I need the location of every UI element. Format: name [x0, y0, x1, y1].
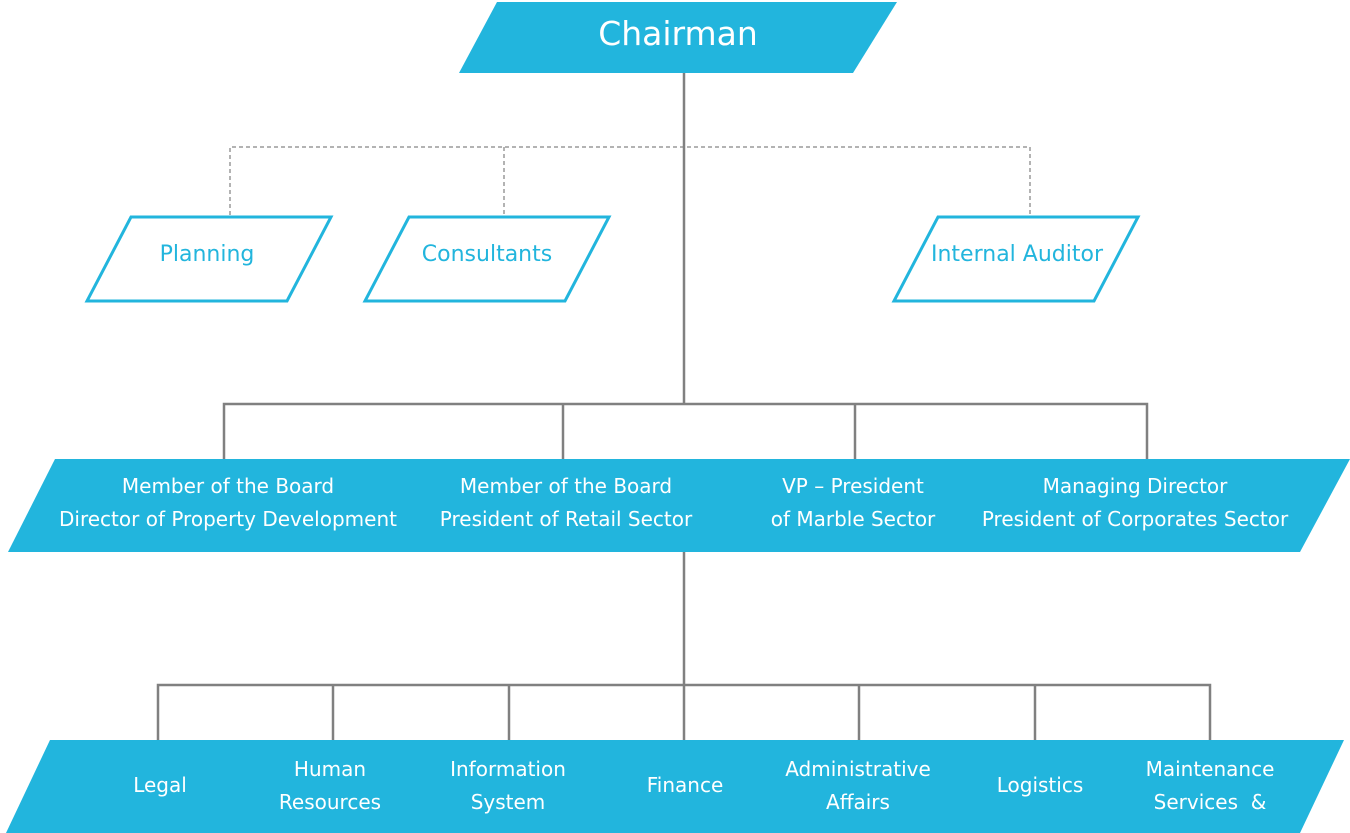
executive-marble-sector: VP – President of Marble Sector [733, 470, 973, 536]
dept-label-line1: Information [450, 757, 566, 781]
department-bus [156, 683, 1212, 740]
dept-finance: Finance [615, 769, 755, 802]
dept-label-line2: Services & [1153, 790, 1267, 814]
dept-label-line2: Affairs [826, 790, 890, 814]
executive-title: Member of the Board [121, 474, 335, 498]
dept-administrative-affairs: Administrative Affairs [773, 753, 943, 819]
chairman-box [459, 2, 897, 73]
internal-auditor-label: Internal Auditor [931, 242, 1103, 267]
executives-band [8, 459, 1350, 552]
executive-role: of Marble Sector [770, 507, 936, 531]
dept-label-line1: Human [293, 757, 367, 781]
dept-logistics: Logistics [970, 769, 1110, 802]
executive-bus [222, 402, 1149, 460]
dept-maintenance-services: Maintenance Services & [1125, 753, 1295, 819]
consultants-box [362, 215, 612, 303]
solid-connectors [156, 73, 1212, 740]
dept-label-line1: Maintenance [1145, 757, 1275, 781]
executive-title: VP – President [782, 474, 924, 498]
planning-box [84, 215, 334, 303]
chairman-label: Chairman [598, 14, 758, 53]
internal-auditor-box [891, 215, 1141, 303]
dept-label-line2: Resources [278, 790, 382, 814]
executive-role: Director of Property Development [59, 507, 397, 531]
consultants-label: Consultants [421, 242, 553, 267]
executive-corporates-sector: Managing Director President of Corporate… [975, 470, 1295, 536]
dept-label: Finance [646, 773, 724, 797]
advisory-connectors [229, 146, 1031, 215]
departments-band [6, 740, 1344, 833]
executive-role: President of Retail Sector [439, 507, 693, 531]
planning-label: Planning [159, 242, 255, 267]
dept-label-line1: Administrative [785, 757, 931, 781]
executive-retail-sector: Member of the Board President of Retail … [416, 470, 716, 536]
dept-information-system: Information System [428, 753, 588, 819]
dept-label: Legal [133, 773, 187, 797]
dept-label: Logistics [996, 773, 1084, 797]
dept-label-line2: System [470, 790, 546, 814]
executive-title: Member of the Board [459, 474, 673, 498]
executive-property-development: Member of the Board Director of Property… [38, 470, 418, 536]
executive-role: President of Corporates Sector [981, 507, 1289, 531]
executive-title: Managing Director [1042, 474, 1228, 498]
dept-human-resources: Human Resources [255, 753, 405, 819]
dept-legal: Legal [90, 769, 230, 802]
dashed-connector [229, 146, 1031, 215]
